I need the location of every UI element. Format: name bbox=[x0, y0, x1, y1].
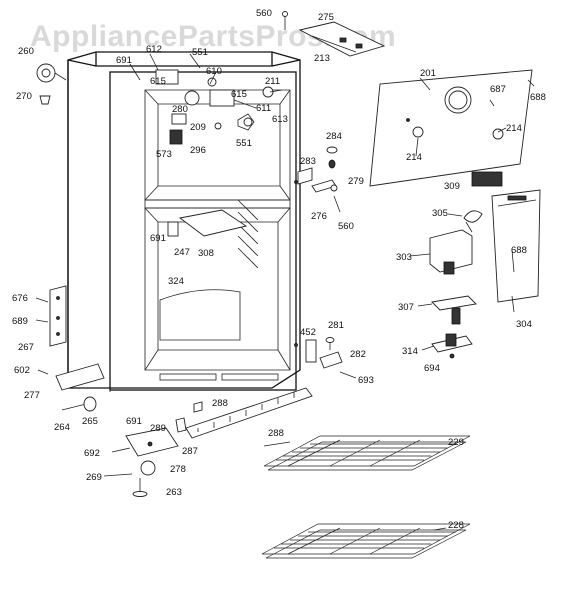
label-691-mid: 691 bbox=[150, 233, 166, 244]
label-275: 275 bbox=[318, 12, 334, 23]
top-hinge-cover bbox=[282, 11, 386, 57]
label-309: 309 bbox=[444, 181, 460, 192]
label-213: 213 bbox=[314, 53, 330, 64]
label-296: 296 bbox=[190, 145, 206, 156]
callout-labels: 260 270 612 691 551 610 211 615 611 613 … bbox=[12, 8, 546, 531]
label-551-top: 551 bbox=[192, 47, 208, 58]
label-211: 211 bbox=[265, 76, 280, 87]
wire-shelf-228 bbox=[261, 523, 471, 559]
label-279: 279 bbox=[348, 176, 364, 187]
label-610: 610 bbox=[206, 66, 222, 77]
label-270: 270 bbox=[16, 91, 32, 102]
label-324: 324 bbox=[168, 276, 184, 287]
label-287: 287 bbox=[182, 446, 198, 457]
label-693: 693 bbox=[358, 375, 374, 386]
label-615-right: 615 bbox=[231, 89, 247, 100]
label-278: 278 bbox=[170, 464, 186, 475]
label-688-mid: 688 bbox=[511, 245, 527, 256]
label-269: 269 bbox=[86, 472, 102, 483]
leader-lines bbox=[129, 53, 515, 531]
label-560-mid: 560 bbox=[338, 221, 354, 232]
label-289: 289 bbox=[150, 423, 166, 434]
label-288-grille: 288 bbox=[268, 428, 284, 439]
refrigerator-cabinet bbox=[67, 51, 301, 392]
bottom-hinge-parts bbox=[305, 337, 357, 379]
label-201: 201 bbox=[420, 68, 436, 79]
label-276: 276 bbox=[311, 211, 327, 222]
label-307: 307 bbox=[398, 302, 414, 313]
label-277: 277 bbox=[24, 390, 40, 401]
label-288-small: 288 bbox=[212, 398, 228, 409]
label-247: 247 bbox=[174, 247, 190, 258]
label-691-top: 691 bbox=[116, 55, 132, 66]
label-282: 282 bbox=[350, 349, 366, 360]
label-689: 689 bbox=[12, 316, 28, 327]
leveling-leg-260 bbox=[36, 63, 67, 105]
label-602: 602 bbox=[14, 365, 30, 376]
wire-shelf-229 bbox=[263, 435, 471, 471]
label-691-bottom: 691 bbox=[126, 416, 142, 427]
label-265: 265 bbox=[82, 416, 98, 427]
label-573: 573 bbox=[156, 149, 172, 160]
center-hinge-parts bbox=[297, 146, 341, 213]
label-283: 283 bbox=[300, 156, 316, 167]
kickplate-grille bbox=[103, 387, 313, 497]
label-676: 676 bbox=[12, 293, 28, 304]
rear-access-panel bbox=[369, 69, 535, 187]
label-264: 264 bbox=[54, 422, 70, 433]
label-687: 687 bbox=[490, 84, 506, 95]
left-side-brackets bbox=[35, 285, 105, 412]
label-613: 613 bbox=[272, 114, 288, 125]
air-diffuser-308 bbox=[167, 209, 248, 237]
label-228: 228 bbox=[448, 520, 464, 531]
label-611: 611 bbox=[256, 103, 271, 114]
label-615-left: 615 bbox=[150, 76, 166, 87]
label-452: 452 bbox=[300, 327, 316, 338]
label-263: 263 bbox=[166, 487, 182, 498]
label-229: 229 bbox=[448, 437, 464, 448]
label-284: 284 bbox=[326, 131, 342, 142]
label-688-top: 688 bbox=[530, 92, 546, 103]
label-560-top: 560 bbox=[256, 8, 272, 19]
evaporator-fan-assembly bbox=[155, 69, 274, 145]
label-308: 308 bbox=[198, 248, 214, 259]
label-305: 305 bbox=[432, 208, 448, 219]
label-281: 281 bbox=[328, 320, 344, 331]
label-551-mid: 551 bbox=[236, 138, 252, 149]
label-214-right: 214 bbox=[506, 123, 522, 134]
label-694: 694 bbox=[424, 363, 440, 374]
label-612: 612 bbox=[146, 44, 162, 55]
label-314: 314 bbox=[402, 346, 418, 357]
label-267: 267 bbox=[18, 342, 34, 353]
label-692: 692 bbox=[84, 448, 100, 459]
label-260: 260 bbox=[18, 46, 34, 57]
label-209: 209 bbox=[190, 122, 206, 133]
label-303: 303 bbox=[396, 252, 412, 263]
label-304: 304 bbox=[516, 319, 532, 330]
label-280: 280 bbox=[172, 104, 188, 115]
label-214-left: 214 bbox=[406, 152, 422, 163]
temperature-control-housing bbox=[429, 189, 541, 359]
